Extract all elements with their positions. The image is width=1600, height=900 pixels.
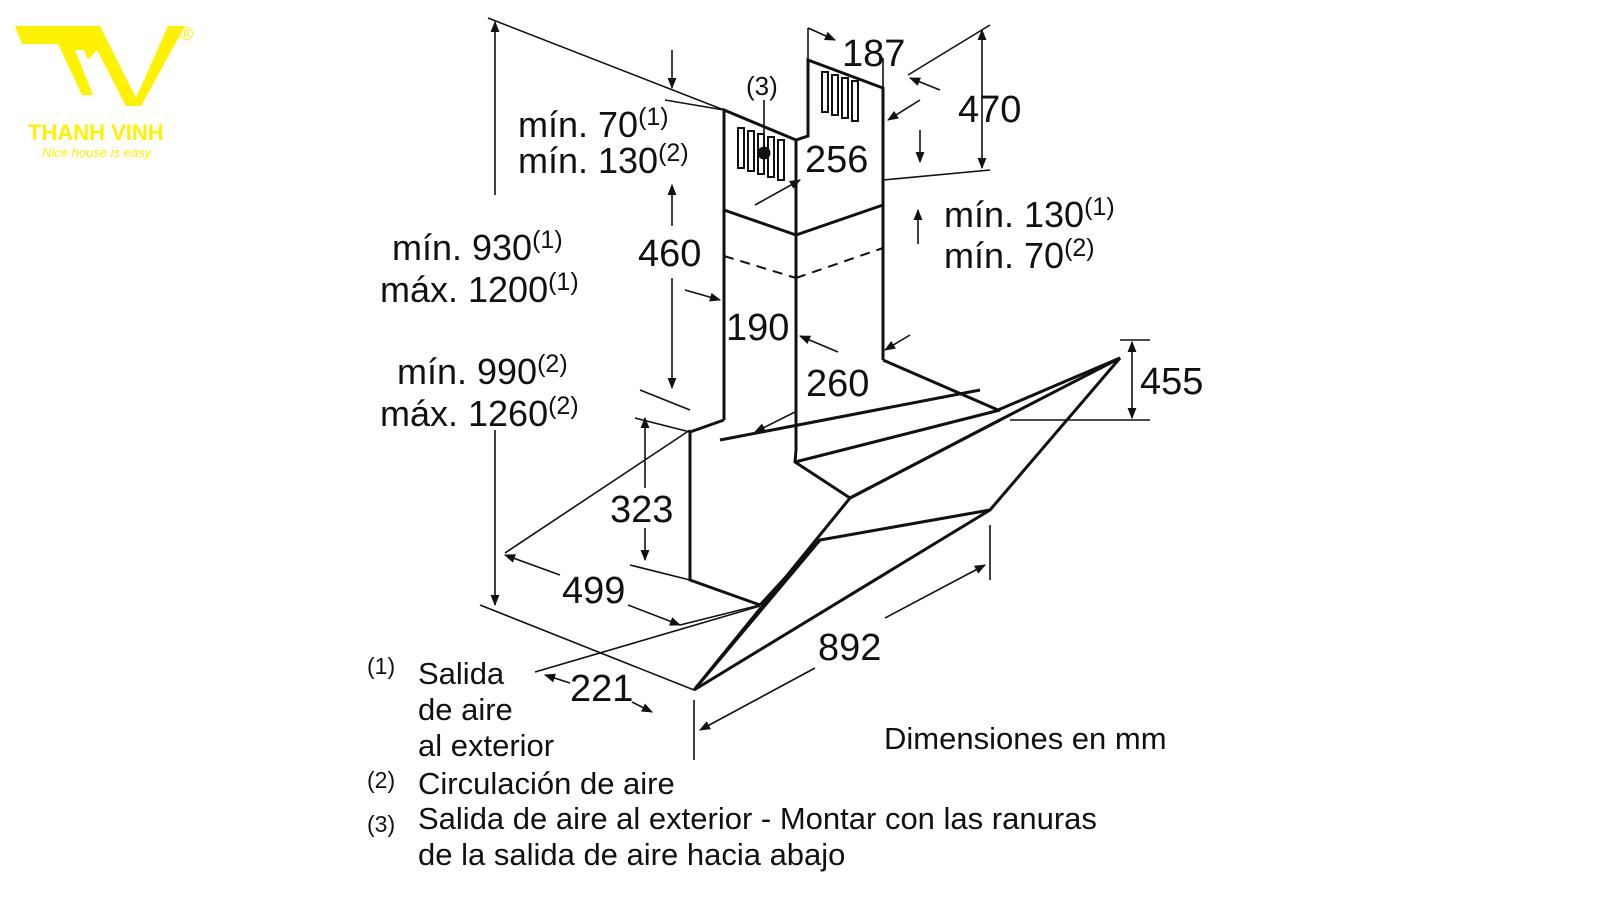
dim-chimney-lower-height: 460: [638, 233, 701, 275]
hood-drawing: [688, 57, 1122, 692]
total-height-min-2: mín. 990(2): [397, 350, 568, 392]
chimney-overlap-line-right: [795, 247, 884, 279]
dim-body-height: 455: [1140, 361, 1203, 403]
total-height-max-2: máx. 1260(2): [380, 392, 579, 434]
footnote-1-line-3: al exterior: [418, 728, 554, 763]
min-clearance-top-1: mín. 70(1): [518, 103, 669, 145]
units-note: Dimensiones en mm: [884, 721, 1167, 756]
total-height-min-1: mín. 930(1): [392, 226, 563, 268]
min-clearance-top-2: mín. 130(2): [518, 139, 689, 181]
dim-chimney-height-upper: 470: [958, 89, 1021, 131]
vent-slots-left: [737, 127, 785, 181]
footnotes: (1) Salida de aire al exterior (2) Circu…: [367, 653, 1097, 872]
footnote-3-number: (3): [367, 811, 395, 837]
hood-body-top: [689, 418, 725, 434]
hood-base-edge: [758, 538, 822, 607]
logo-mark: [15, 26, 185, 106]
brand-logo: ® THANH VINH Nice house is easy: [15, 24, 193, 160]
dimension-lines: [479, 17, 1150, 760]
ref-note-3: (3): [746, 71, 778, 101]
logo-registered-mark: ®: [180, 24, 193, 44]
footnote-2-number: (2): [367, 767, 395, 793]
hood-body-top-right: [793, 449, 851, 500]
hood-body-left: [688, 432, 761, 607]
dim-body-width-side: 499: [562, 570, 625, 612]
min-clearance-right-2: mín. 70(2): [944, 234, 1095, 276]
dim-front-edge: 221: [570, 668, 633, 710]
logo-brand-name: THANH VINH: [28, 120, 164, 145]
footnote-2-line-1: Circulación de aire: [418, 766, 675, 801]
min-clearance-right-1: mín. 130(1): [944, 193, 1115, 235]
chimney-top-join-2: [795, 203, 884, 237]
footnote-1-line-2: de aire: [418, 692, 513, 727]
chimney-upper-left-face: [722, 107, 798, 235]
hood-top-inner: [794, 408, 1001, 464]
dim-total-width: 892: [818, 627, 881, 669]
hood-glass-panel: [692, 356, 1122, 691]
chimney-top-join: [723, 208, 797, 237]
footnote-3-line-2: de la salida de aire hacia abajo: [418, 837, 845, 872]
footnote-1-number: (1): [367, 653, 395, 679]
logo-tagline: Nice house is easy: [42, 145, 153, 160]
hood-glass-bottom: [693, 508, 991, 692]
dim-chimney-depth-upper: 256: [805, 139, 868, 181]
dim-chimney-lower-width: 190: [726, 307, 789, 349]
dim-body-depth: 323: [610, 489, 673, 531]
total-height-max-1: máx. 1200(1): [380, 268, 579, 310]
dim-chimney-lower-depth: 260: [806, 363, 869, 405]
chimney-overlap-line-left: [723, 255, 797, 279]
footnote-1-line-1: Salida: [418, 656, 505, 691]
vent-slots-right: [821, 71, 859, 122]
dim-chimney-width: 187: [842, 33, 905, 75]
footnote-3-line-1: Salida de aire al exterior - Montar con …: [418, 801, 1097, 836]
